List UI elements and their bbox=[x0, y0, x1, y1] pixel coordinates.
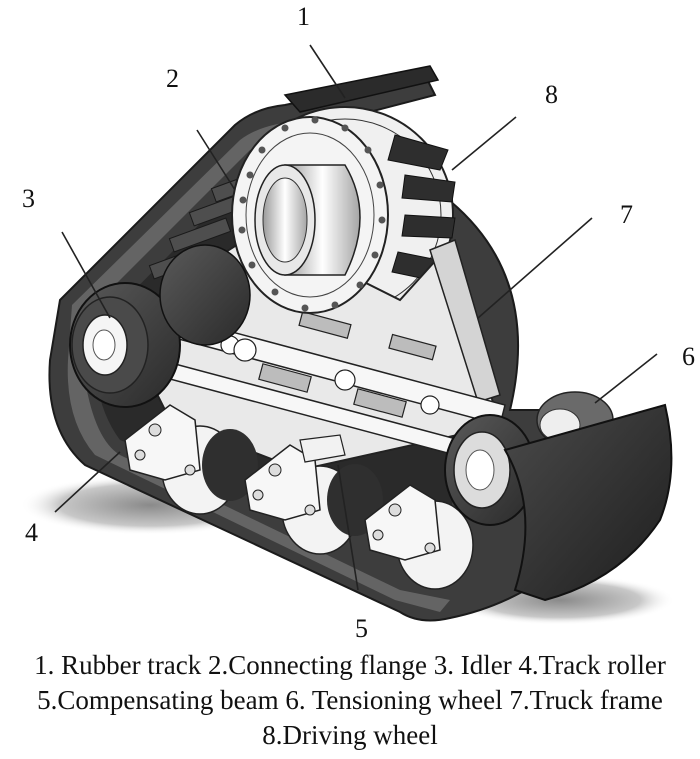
leader-line-7 bbox=[477, 217, 593, 319]
track-rollers bbox=[124, 404, 474, 590]
track-assembly-drawing bbox=[20, 44, 675, 625]
leader-line-3 bbox=[61, 231, 111, 319]
track-roller-3 bbox=[364, 484, 474, 590]
caption-line-2: 5.Compensating beam 6. Tensioning wheel … bbox=[37, 685, 663, 715]
figure-caption: 1. Rubber track 2.Connecting flange 3. I… bbox=[0, 648, 700, 753]
callout-label-3: 3 bbox=[22, 184, 35, 213]
callout-label-2: 2 bbox=[166, 64, 179, 93]
track-front-section bbox=[503, 403, 673, 602]
track-roller-1 bbox=[124, 404, 258, 515]
callout-label-6: 6 bbox=[682, 342, 695, 371]
idler bbox=[69, 244, 251, 408]
callout-label-1: 1 bbox=[297, 2, 310, 31]
leader-line-4 bbox=[54, 451, 121, 513]
callout-label-4: 4 bbox=[25, 518, 38, 547]
connecting-flange bbox=[231, 116, 389, 314]
leader-line-8 bbox=[451, 116, 517, 171]
callout-label-8: 8 bbox=[545, 80, 558, 109]
leader-lines bbox=[54, 44, 658, 591]
leader-line-2 bbox=[196, 129, 236, 191]
leader-line-6 bbox=[594, 353, 658, 404]
caption-line-3: 8.Driving wheel bbox=[262, 720, 438, 750]
track-roller-2 bbox=[244, 434, 383, 555]
leader-line-5 bbox=[337, 464, 359, 591]
callout-label-5: 5 bbox=[355, 614, 368, 643]
front-end-wheel bbox=[444, 414, 536, 526]
track-assembly-figure: 1 2 3 4 5 6 7 8 bbox=[20, 2, 695, 643]
leader-line-1 bbox=[309, 44, 346, 99]
caption-line-1: 1. Rubber track 2.Connecting flange 3. I… bbox=[34, 650, 666, 680]
callout-label-7: 7 bbox=[620, 200, 633, 229]
